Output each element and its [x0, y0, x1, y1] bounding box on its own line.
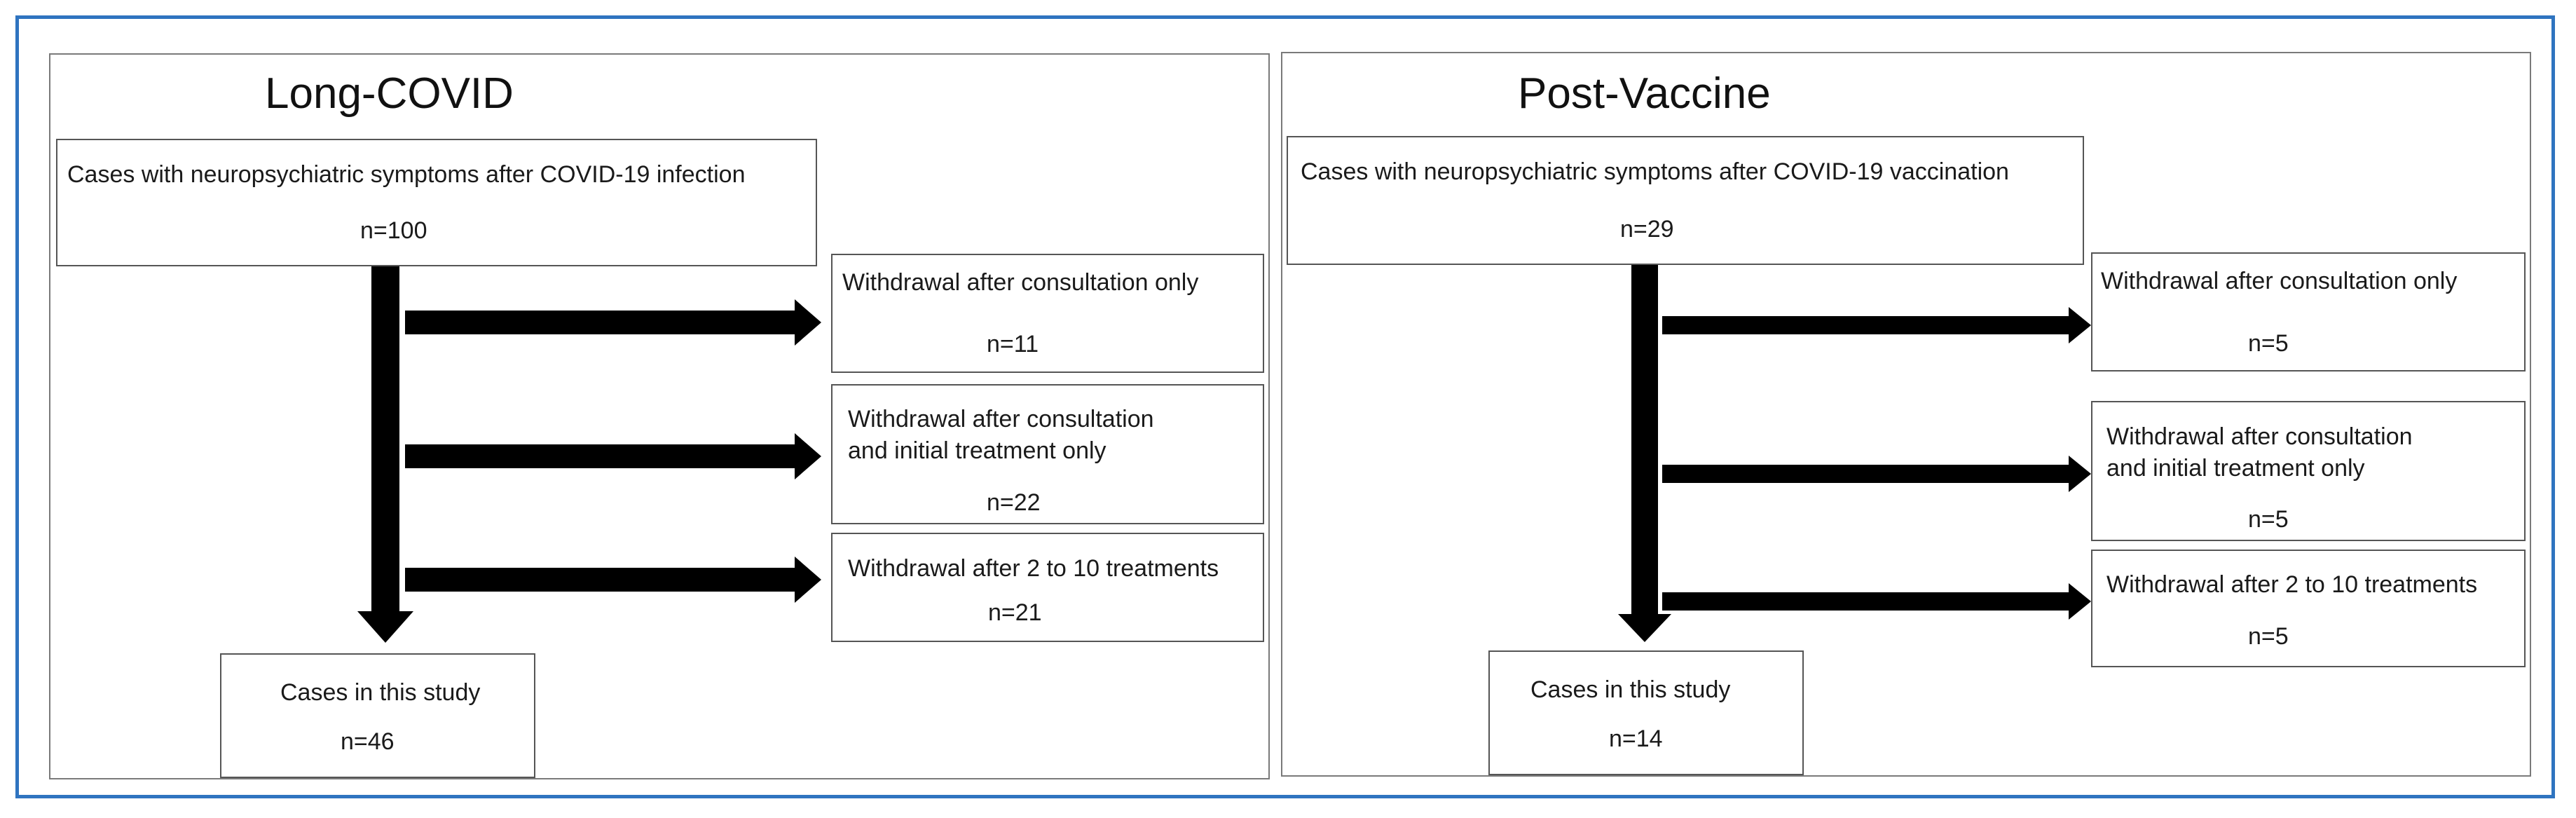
long-covid-withdrawal-1-label: Withdrawal after consultation only	[842, 269, 1199, 296]
long-covid-arrow-3-shaft	[405, 568, 795, 592]
long-covid-arrow-3-head	[795, 557, 821, 603]
long-covid-withdrawal-2-label-line1: Withdrawal after consultation	[848, 406, 1154, 432]
post-vaccine-withdrawal-1-count: n=5	[2248, 330, 2289, 357]
long-covid-withdrawal-3-count: n=21	[988, 599, 1042, 626]
post-vaccine-withdrawal-box-3	[2091, 550, 2526, 667]
post-vaccine-arrow-1-head	[2069, 307, 2091, 343]
long-covid-initial-label: Cases with neuropsychiatric symptoms aft…	[67, 161, 746, 188]
long-covid-withdrawal-2-count: n=22	[987, 489, 1041, 516]
post-vaccine-withdrawal-2-count: n=5	[2248, 506, 2289, 533]
long-covid-withdrawal-box-3	[831, 533, 1264, 642]
long-covid-arrow-2-shaft	[405, 444, 795, 468]
post-vaccine-initial-count: n=29	[1620, 216, 1674, 243]
post-vaccine-withdrawal-box-2	[2091, 401, 2526, 541]
post-vaccine-initial-box	[1287, 136, 2084, 265]
long-covid-flow-arrowhead	[357, 611, 413, 643]
post-vaccine-arrow-2-head	[2069, 456, 2091, 492]
figure-frame	[15, 15, 2555, 798]
long-covid-initial-count: n=100	[360, 217, 427, 244]
post-vaccine-final-count: n=14	[1609, 725, 1663, 752]
post-vaccine-withdrawal-3-label: Withdrawal after 2 to 10 treatments	[2106, 571, 2478, 598]
long-covid-withdrawal-1-count: n=11	[987, 331, 1039, 357]
long-covid-arrow-2-head	[795, 433, 821, 479]
long-covid-withdrawal-3-label: Withdrawal after 2 to 10 treatments	[848, 555, 1219, 582]
long-covid-title: Long-COVID	[265, 69, 514, 118]
long-covid-flow-arrow-shaft	[371, 266, 399, 611]
long-covid-withdrawal-2-label-line2: and initial treatment only	[848, 437, 1107, 464]
post-vaccine-arrow-3-shaft	[1662, 592, 2069, 611]
long-covid-initial-box	[56, 139, 817, 266]
post-vaccine-withdrawal-3-count: n=5	[2248, 623, 2289, 650]
long-covid-final-box	[220, 653, 535, 778]
long-covid-final-label: Cases in this study	[280, 679, 481, 706]
post-vaccine-withdrawal-1-label: Withdrawal after consultation only	[2101, 268, 2458, 294]
post-vaccine-flow-arrow-shaft	[1631, 265, 1658, 614]
post-vaccine-title: Post-Vaccine	[1518, 69, 1771, 118]
post-vaccine-flow-arrowhead	[1618, 614, 1671, 642]
long-covid-withdrawal-box-1	[831, 254, 1264, 373]
post-vaccine-arrow-1-shaft	[1662, 316, 2069, 334]
post-vaccine-withdrawal-box-1	[2091, 252, 2526, 371]
long-covid-final-count: n=46	[341, 728, 395, 755]
post-vaccine-arrow-3-head	[2069, 583, 2091, 620]
long-covid-arrow-1-head	[795, 299, 821, 346]
long-covid-withdrawal-box-2	[831, 384, 1264, 524]
post-vaccine-initial-label: Cases with neuropsychiatric symptoms aft…	[1301, 158, 2009, 185]
post-vaccine-withdrawal-2-label-line2: and initial treatment only	[2106, 455, 2365, 482]
post-vaccine-arrow-2-shaft	[1662, 465, 2069, 483]
long-covid-arrow-1-shaft	[405, 311, 795, 334]
post-vaccine-withdrawal-2-label-line1: Withdrawal after consultation	[2106, 423, 2413, 450]
post-vaccine-final-box	[1488, 650, 1804, 775]
post-vaccine-final-label: Cases in this study	[1530, 676, 1731, 703]
